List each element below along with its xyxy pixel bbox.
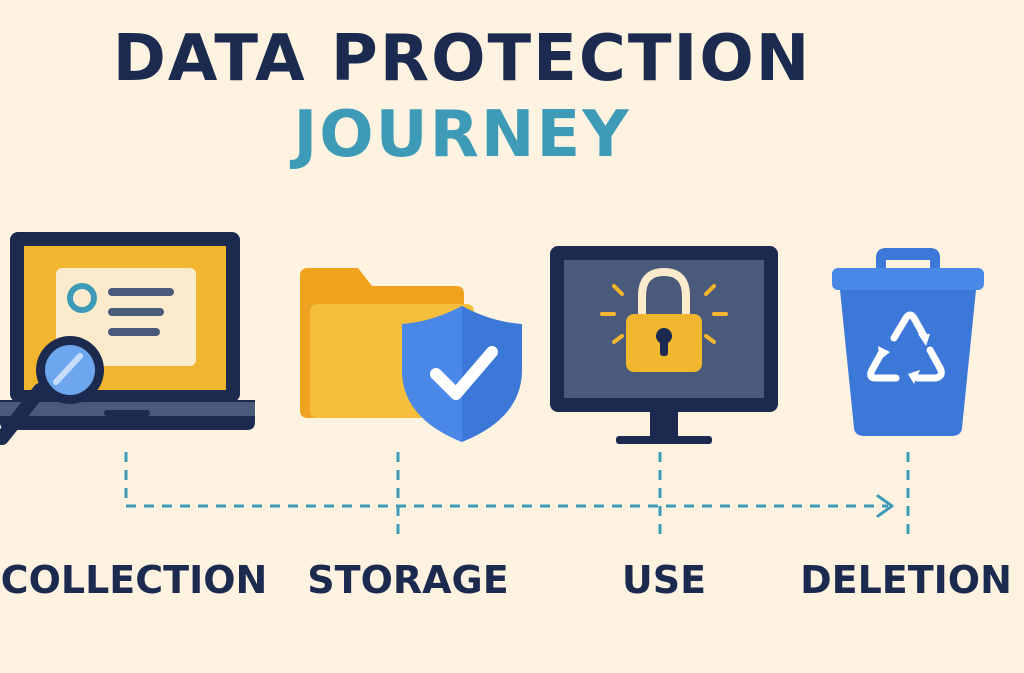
page-title: DATA PROTECTION <box>112 22 812 96</box>
stage-label-storage: STORAGE <box>307 558 509 602</box>
stage-label-deletion: DELETION <box>800 558 1012 602</box>
stage-label-use: USE <box>621 558 707 602</box>
recycle-bin-icon <box>832 248 984 436</box>
page-subtitle: JOURNEY <box>293 98 631 172</box>
monitor-lock-icon <box>550 246 778 444</box>
timeline-connector <box>124 452 910 540</box>
timeline-arrowhead <box>876 494 894 518</box>
stage-label-collection: COLLECTION <box>0 558 268 602</box>
folder-shield-icon <box>300 268 522 442</box>
laptop-magnifier-icon <box>0 232 255 445</box>
